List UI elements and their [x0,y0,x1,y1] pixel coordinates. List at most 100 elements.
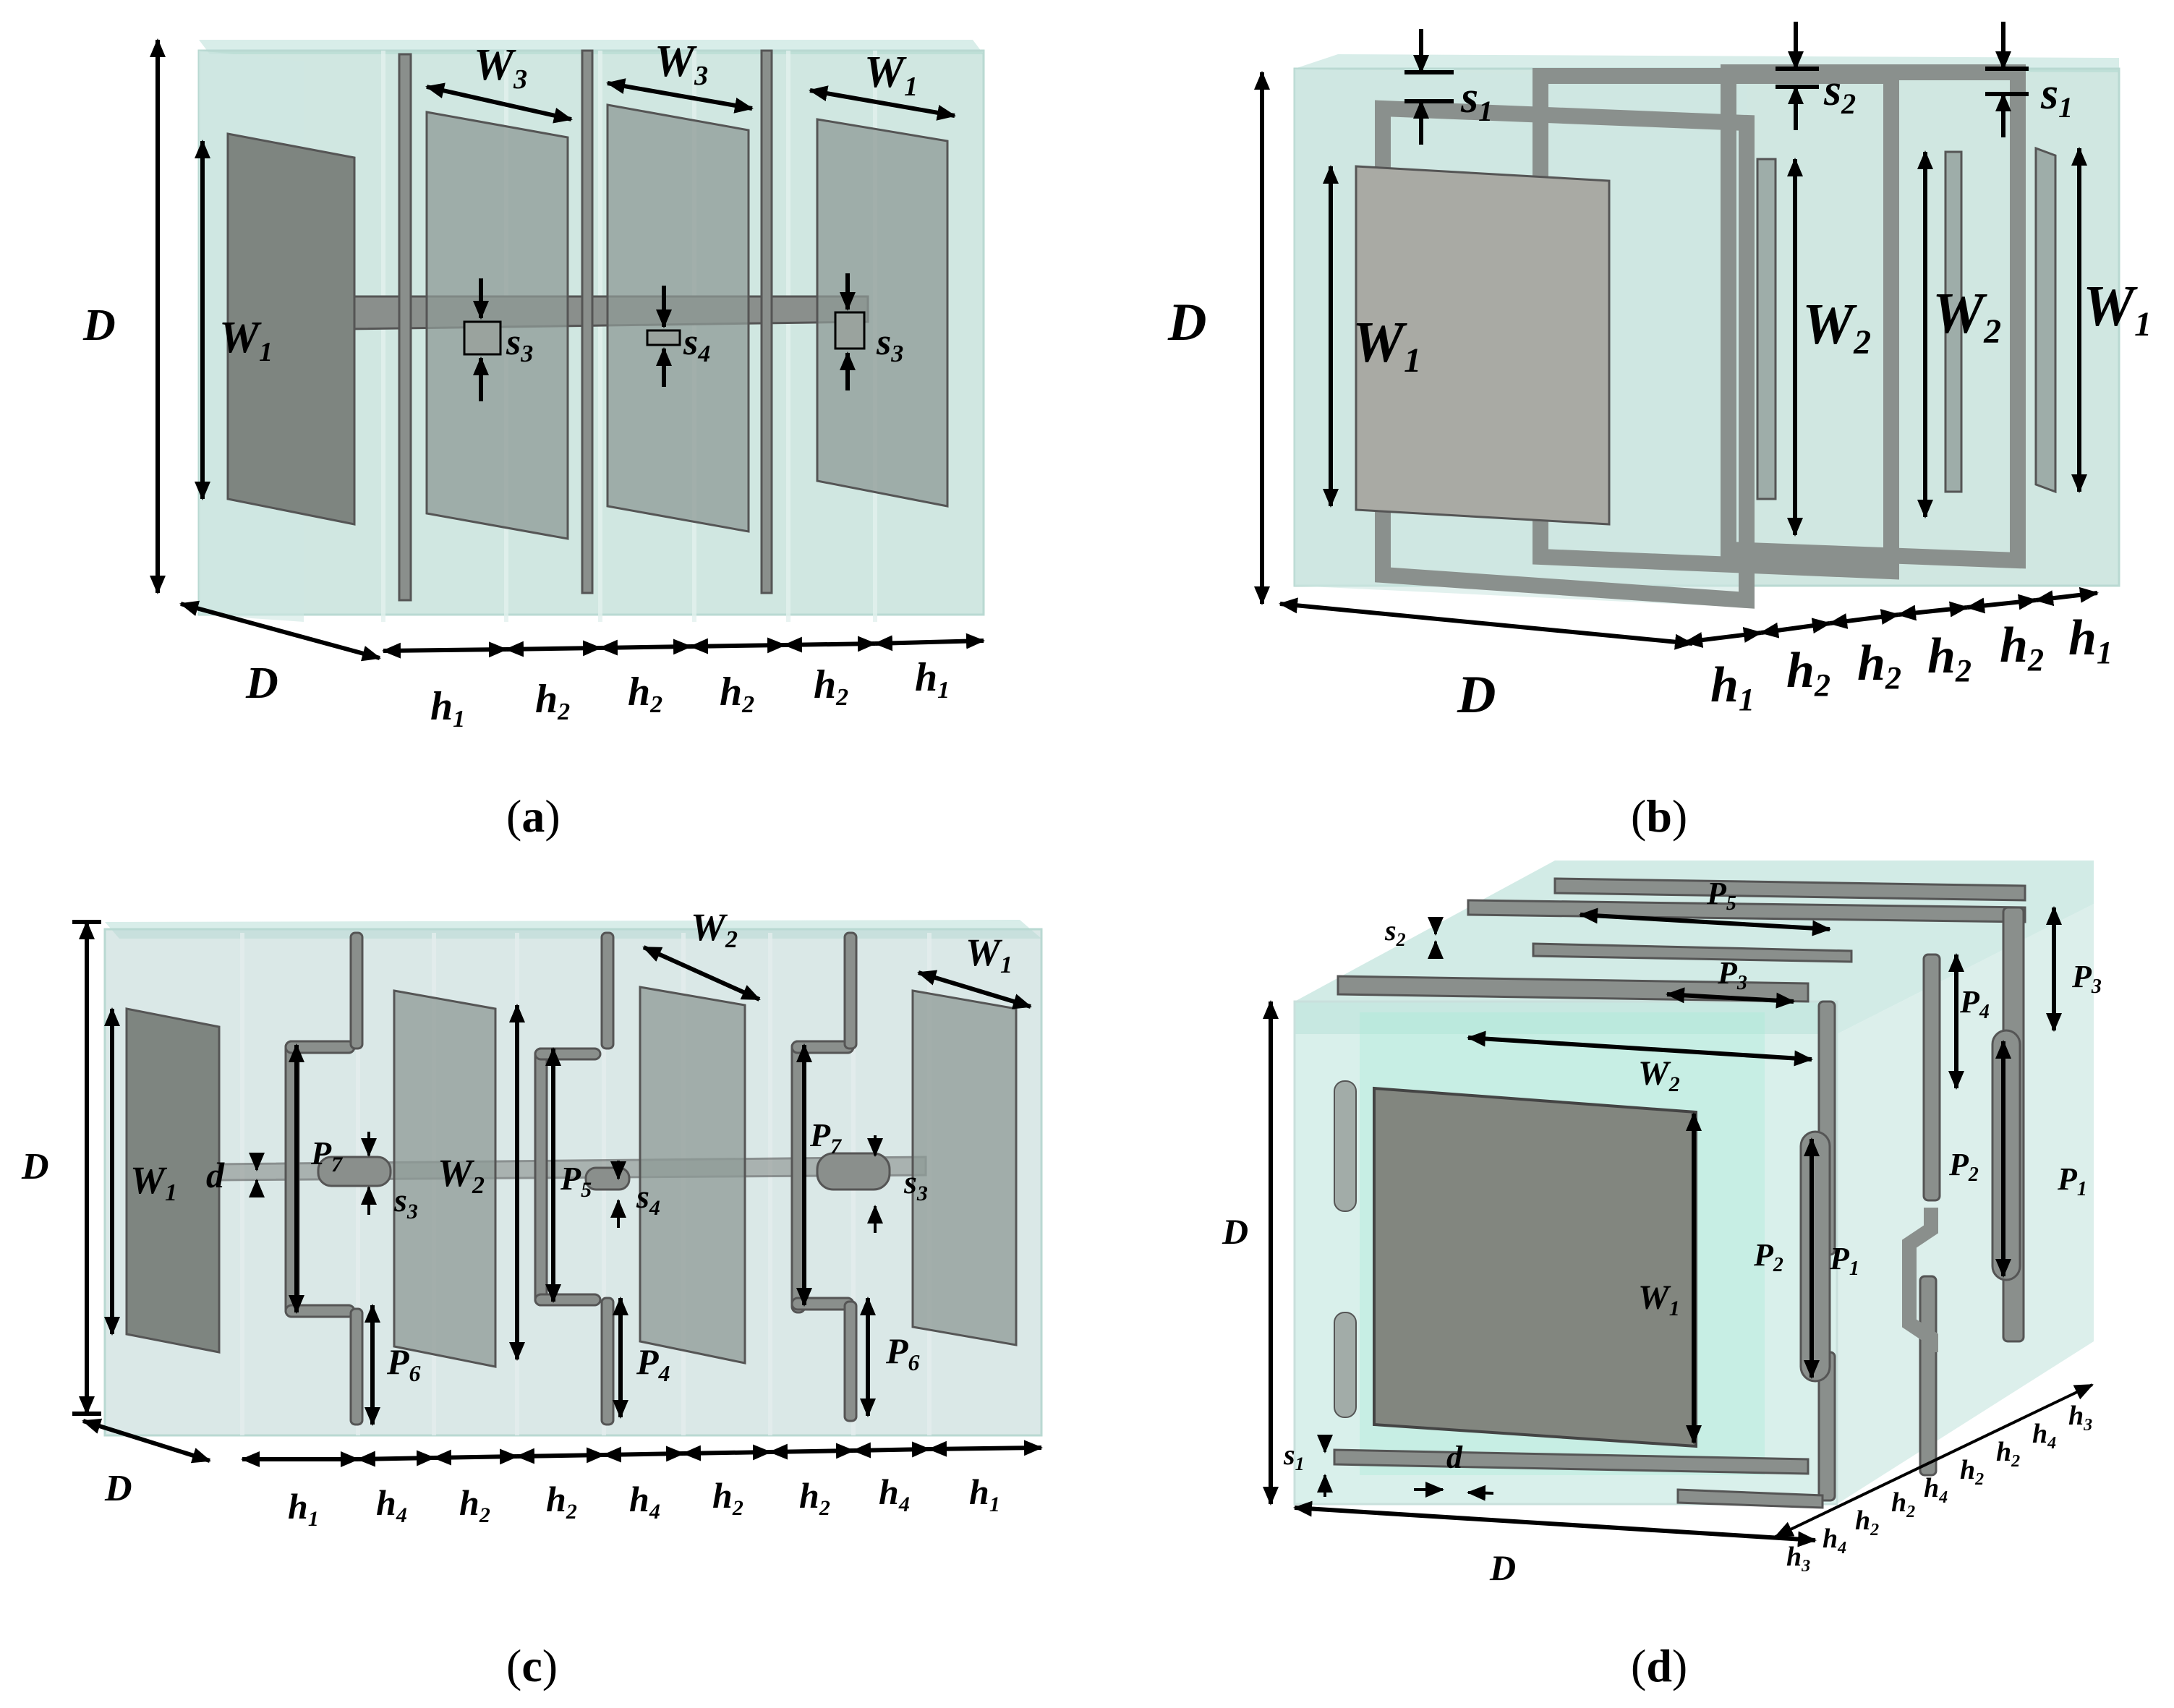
panel-d-box-side [1837,904,2094,1504]
panel-d-label-P3-mid: P3 [1717,955,1747,994]
panel-c-caption: (c) [506,1640,558,1691]
panel-a-label-D-vert: D [82,301,116,350]
panel-c-h-label: h4 [629,1479,660,1524]
panel-d: D D s2 s1 d P5 P3 P3 P4 P2 P1 P2 P1 W2 W… [1222,861,2102,1691]
panel-a: D D W1 W3 W3 W1 s3 s4 s3 h1 h2 h2 h2 h2 … [82,37,985,842]
panel-c-label-W2-top: W2 [691,905,738,953]
panel-c-label-D-vert: D [21,1146,49,1187]
panel-d-label-P3-right: P3 [2071,959,2102,998]
panel-a-label-s3-2: s3 [876,322,903,367]
panel-d-label-d: d [1446,1440,1463,1475]
panel-c-label-W1: W1 [130,1158,177,1206]
panel-d-label-D-vert: D [1222,1211,1248,1252]
panel-d-D-bottom-arrow [1293,1500,1817,1547]
panel-d-label-W1: W1 [1638,1278,1680,1320]
panel-d-h-label: h4 [1823,1524,1846,1558]
panel-b-plate-2 [1756,158,1777,500]
panel-b-plate-3 [1944,150,1963,493]
panel-c-label-s3-2: s3 [903,1163,928,1205]
panel-b-plate-1 [1355,165,1611,526]
panel-c: D D W1 W2 W2 W1 d P7 P7 P5 P6 P4 P6 s3 s… [21,905,1043,1691]
panel-d-h-label: h2 [1960,1455,1984,1489]
panel-c-label-P7-2: P7 [809,1116,842,1158]
panel-c-plate-1 [125,1007,221,1354]
panel-c-h-labels: h1 h4 h2 h2 h4 h2 h2 h4 h1 [288,1472,1000,1531]
panel-a-h-labels: h1 h2 h2 h2 h2 h1 [430,655,950,733]
panel-a-slot-3 [834,311,866,350]
panel-c-h-label: h1 [969,1472,1000,1516]
panel-c-plate-4 [911,989,1018,1346]
panel-b-h-label: h1 [1710,657,1755,717]
panel-c-h-label: h2 [459,1482,490,1527]
panel-a-W3-arrow-2 [606,78,754,114]
panel-d-label-s1: s1 [1283,1438,1305,1474]
panel-a-label-W3-2: W3 [655,37,708,91]
panel-c-label-P4: P4 [636,1341,670,1386]
panel-b-label-s2: s2 [1823,66,1856,120]
panel-a-slot-1 [463,320,502,356]
panel-b-h-label: h2 [1857,636,1901,696]
panel-b-label-W1: W1 [1352,311,1421,380]
panel-a-caption: (a) [506,790,560,842]
panel-c-h-arrows [241,1440,1043,1467]
panel-c-label-D-depth: D [104,1468,132,1509]
panel-d-h-label: h4 [1924,1473,1948,1507]
panel-d-caption: (d) [1631,1640,1687,1691]
panel-b-h-label: h2 [1927,628,1971,688]
panel-a-h-arrows [382,633,985,659]
panel-c-label-P6-1: P6 [386,1341,421,1386]
panel-a-plate-1 [226,132,356,526]
panel-a-h-label: h2 [814,662,848,711]
panel-d-P3-mid-arrow [1666,987,1795,1009]
panel-d-label-D-bottom: D [1489,1547,1516,1588]
panel-b-plate-4 [2034,146,2057,494]
panel-b-label-s1-2: s1 [2040,69,2073,124]
panel-a-label-W3-1: W3 [474,40,527,95]
panel-c-h-label: h2 [712,1475,743,1520]
panel-b-label-W1-right: W1 [2083,275,2152,343]
panel-b-label-D-bottom: D [1457,665,1496,725]
panel-d-h-labels: h3 h4 h2 h2 h4 h2 h2 h4 h3 [1786,1401,2092,1576]
panel-d-main-plate [1373,1086,1697,1448]
panel-a-label-s3-1: s3 [506,322,533,367]
panel-d-h-label: h3 [2068,1401,2092,1435]
panel-c-h-label: h1 [288,1486,319,1531]
panel-a-h-label: h1 [915,655,950,704]
panel-a-label-W1-top: W1 [864,48,918,102]
panel-b-label-s1-1: s1 [1460,73,1493,127]
panel-a-h-label: h2 [720,670,754,718]
panel-d-label-P1-right: P1 [2057,1161,2087,1200]
panel-d-h-label: h4 [2032,1419,2056,1453]
panel-b-frame-3 [1721,64,2026,569]
panel-d-label-s2: s2 [1384,914,1406,950]
panel-c-W1-top-arrow [917,970,1032,1009]
panel-d-h-label: h3 [1786,1542,1810,1576]
panel-d-label-P4: P4 [1959,984,1990,1023]
panel-b-D-bottom-arrow [1279,597,1694,650]
panel-b: D D W1 W2 W2 W1 s1 s2 s1 h1 h2 h2 h2 h2 … [1167,22,2152,842]
panel-c-h-label: h4 [376,1482,407,1527]
panel-c-h-label: h2 [546,1479,577,1524]
panel-a-slot-2 [646,329,681,346]
panel-b-h-label: h2 [1786,643,1830,703]
panel-b-label-D-vert: D [1167,293,1206,352]
panel-d-W2-arrow [1467,1030,1813,1067]
panel-a-D-depth-arrow [179,600,381,662]
panel-c-label-P6-2: P6 [885,1331,920,1375]
panel-d-h-label: h2 [1855,1506,1879,1540]
panel-b-h-label: h1 [2068,610,2113,670]
panel-b-h-labels: h1 h2 h2 h2 h2 h1 [1710,610,2113,717]
panel-d-loop-2 [1991,1029,2021,1281]
panel-a-h-label: h2 [535,677,570,725]
panel-b-label-W2-2: W2 [1932,282,2001,351]
panel-a-plate-3 [606,103,750,533]
panel-a-W3-arrow-1 [425,82,573,124]
panel-c-label-W2-mid: W2 [438,1151,485,1199]
panel-d-P5-arrow [1579,908,1831,936]
panel-c-label-s3-1: s3 [393,1182,418,1224]
panel-c-h-label: h2 [799,1475,830,1520]
panel-b-label-W2-1: W2 [1802,293,1871,362]
panel-d-label-P2-right: P2 [1948,1147,1979,1186]
panel-b-h-arrows [1684,586,2099,648]
